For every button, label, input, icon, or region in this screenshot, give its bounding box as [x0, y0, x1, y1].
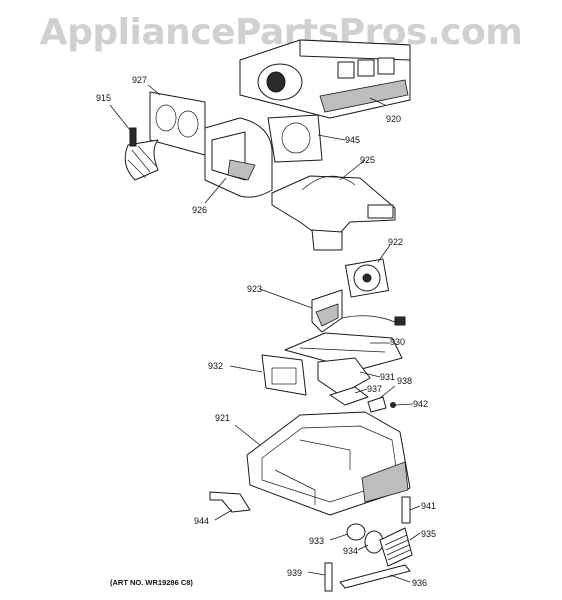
- callout-941: 941: [421, 501, 436, 511]
- callout-937: 937: [367, 384, 382, 394]
- part-922-fan-assembly[interactable]: [345, 258, 389, 298]
- leader-lines: [109, 84, 421, 583]
- callout-923: 923: [247, 284, 262, 294]
- callout-920: 920: [386, 114, 401, 124]
- callout-936: 936: [412, 578, 427, 588]
- callout-930: 930: [390, 337, 405, 347]
- callout-934: 934: [343, 546, 358, 556]
- part-945-gasket[interactable]: [267, 114, 323, 163]
- part-925-tray[interactable]: [271, 175, 396, 251]
- callout-933: 933: [309, 536, 324, 546]
- part-923-bracket[interactable]: [311, 289, 343, 333]
- callout-915: 915: [96, 93, 111, 103]
- part-932-gasket[interactable]: [261, 354, 307, 396]
- callout-931: 931: [380, 372, 395, 382]
- part-927-gasket[interactable]: [149, 91, 206, 156]
- art-number: (ART NO. WR19286 C8): [110, 578, 193, 587]
- part-936-rail[interactable]: [339, 564, 411, 589]
- part-933-lamp-socket[interactable]: [346, 523, 366, 541]
- callout-942: 942: [413, 399, 428, 409]
- callout-927: 927: [132, 75, 147, 85]
- callout-921: 921: [215, 413, 230, 423]
- callout-926: 926: [192, 205, 207, 215]
- wire-harness: [341, 315, 396, 323]
- part-938-clip[interactable]: [367, 396, 387, 413]
- part-935-grille[interactable]: [379, 527, 413, 567]
- part-939-rod[interactable]: [324, 562, 333, 592]
- part-942-screw[interactable]: [390, 402, 396, 408]
- callout-944: 944: [194, 516, 209, 526]
- part-941-pin[interactable]: [401, 496, 411, 524]
- callout-935: 935: [421, 529, 436, 539]
- part-944-seal[interactable]: [209, 491, 251, 513]
- callout-922: 922: [388, 237, 403, 247]
- callout-932: 932: [208, 361, 223, 371]
- part-926-duct[interactable]: [204, 117, 273, 198]
- callout-938: 938: [397, 376, 412, 386]
- part-920-auger-motor[interactable]: [239, 39, 411, 119]
- callout-945: 945: [345, 135, 360, 145]
- part-915-fan-shroud[interactable]: [124, 127, 159, 181]
- callout-939: 939: [287, 568, 302, 578]
- part-921-ice-bucket[interactable]: [246, 411, 411, 516]
- callout-925: 925: [360, 155, 375, 165]
- wire-connector: [394, 316, 406, 326]
- part-930-cover[interactable]: [284, 332, 403, 371]
